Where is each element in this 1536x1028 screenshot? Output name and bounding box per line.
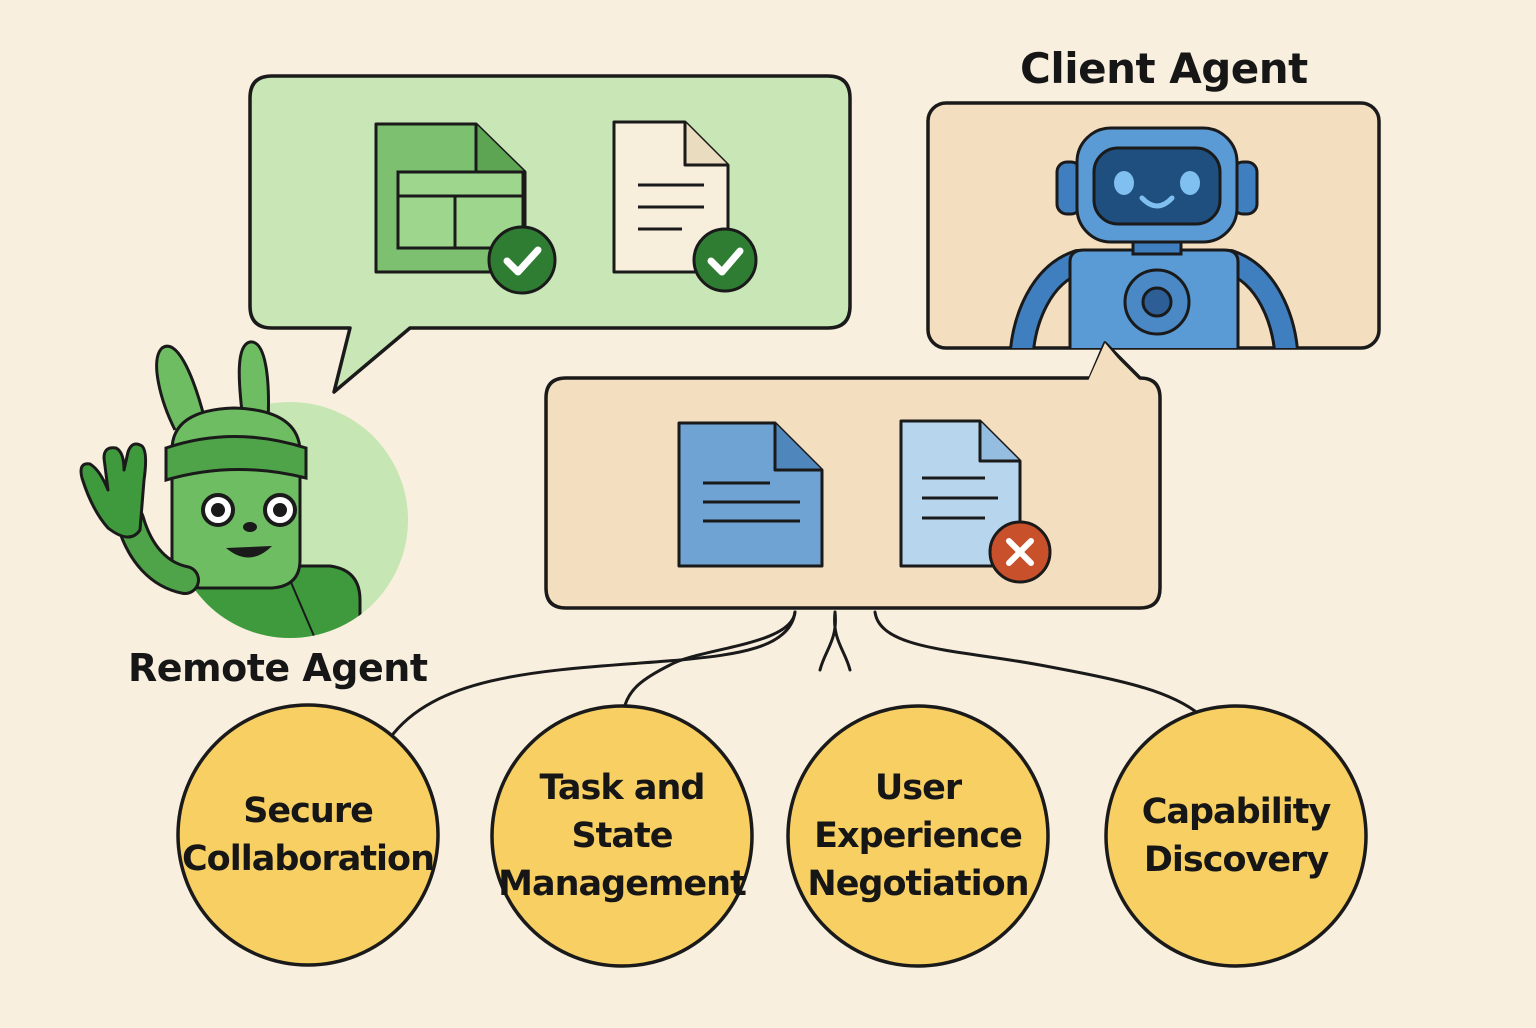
capability-circle-discovery: [1104, 704, 1368, 968]
capability-user-experience-negotiation: User Experience Negotiation: [793, 711, 1043, 961]
capability-secure-collaboration: Secure Collaboration: [182, 710, 435, 960]
x-mark-icon: [988, 520, 1052, 584]
connector-task: [623, 610, 797, 707]
capability-line: Negotiation: [807, 864, 1029, 904]
capability-line: User: [874, 768, 962, 808]
checkmark-icon: [692, 227, 758, 293]
text-document-icon: [612, 120, 730, 274]
capability-task-state-management: Task and State Management: [497, 711, 747, 961]
remote-speech-bubble: [248, 74, 852, 394]
capability-circle-secure: [176, 703, 440, 967]
connector-capability: [873, 610, 1202, 717]
capability-circle-ux: [786, 704, 1050, 968]
rejected-document-icon: [899, 419, 1022, 568]
connector-ux: [818, 610, 852, 672]
spreadsheet-icon: [374, 122, 527, 274]
capability-line: Experience: [814, 816, 1023, 856]
checkmark-icon: [487, 225, 557, 295]
capability-circle-task: [490, 704, 754, 968]
client-agent-panel: [926, 101, 1381, 350]
capability-discovery: Capability Discovery: [1111, 711, 1361, 961]
capability-line: Discovery: [1143, 840, 1329, 880]
capability-line: Secure: [243, 791, 374, 831]
capability-line: State: [571, 816, 673, 856]
pending-documents-panel: [544, 341, 1162, 610]
capability-line: Management: [498, 864, 747, 904]
remote-agent-label: Remote Agent: [128, 646, 428, 690]
connector-lines: [388, 610, 1202, 740]
client-agent-label: Client Agent: [1020, 44, 1308, 93]
capability-circles: [176, 703, 1368, 968]
capability-line: Collaboration: [182, 839, 435, 879]
client-robot-icon: [1009, 126, 1299, 348]
capability-line: Capability: [1141, 792, 1332, 832]
remote-robot-icon: [79, 340, 408, 638]
capability-line: Task and: [539, 768, 706, 808]
text-document-icon: [677, 421, 824, 568]
connector-secure: [388, 610, 797, 740]
